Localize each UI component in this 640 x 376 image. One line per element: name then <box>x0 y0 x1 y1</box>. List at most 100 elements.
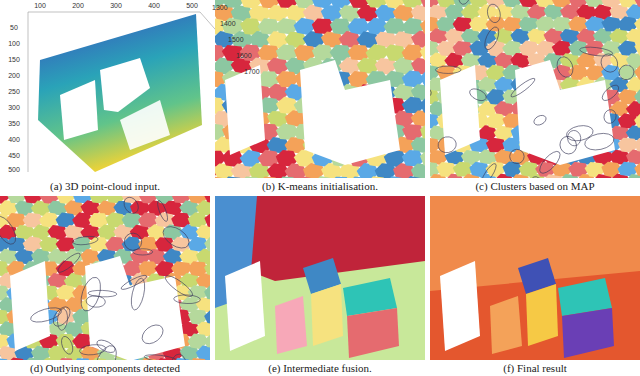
panel-b <box>215 0 425 178</box>
cluster-cell <box>420 45 425 61</box>
cluster-cell <box>411 163 425 178</box>
segment <box>275 296 307 354</box>
occlusion <box>300 60 400 165</box>
gaussian-ellipse <box>156 199 170 222</box>
cluster-cell <box>0 358 10 360</box>
cluster-cell <box>72 358 93 360</box>
panel-d <box>0 196 210 360</box>
axis-tick: 200 <box>8 72 20 79</box>
gaussian-ellipse <box>567 130 582 147</box>
cluster-cell <box>330 177 352 178</box>
axis-tick: 300 <box>110 2 122 9</box>
cluster-cell <box>171 358 192 360</box>
gaussian-ellipse <box>163 273 195 300</box>
gaussian-ellipse <box>437 135 458 154</box>
panel-e <box>215 196 425 360</box>
gaussian-ellipse <box>536 148 563 176</box>
cluster-cell <box>204 333 210 349</box>
gaussian-ellipse <box>527 174 553 178</box>
panel-caption: (a) 3D point-cloud input. <box>50 180 160 192</box>
gaussian-ellipse <box>430 77 434 101</box>
gaussian-ellipse <box>554 55 575 80</box>
gaussian-ellipse <box>0 213 20 247</box>
gaussian-ellipse <box>579 46 613 58</box>
gaussian-ellipse <box>133 249 153 255</box>
cluster-cell <box>420 150 425 167</box>
region <box>430 196 640 360</box>
panel-caption: (f) Final result <box>503 362 567 374</box>
axis-tick: 450 <box>8 152 20 159</box>
cluster-cell <box>634 41 640 56</box>
axis-tick: 400 <box>148 2 160 9</box>
cluster-cell <box>39 357 60 360</box>
gaussian-ellipse <box>169 354 188 360</box>
segment <box>526 284 558 346</box>
gaussian-ellipse <box>139 321 167 347</box>
cluster-cell <box>188 358 209 360</box>
occlusion <box>10 261 50 351</box>
cluster-cell <box>56 358 77 360</box>
gaussian-ellipse <box>121 230 144 253</box>
cluster-cell <box>6 358 26 361</box>
axis-tick: 1300 <box>212 4 228 11</box>
cluster-cell <box>634 162 640 178</box>
cluster-cell <box>348 176 371 178</box>
gaussian-ellipse <box>583 131 615 152</box>
gaussian-ellipse <box>144 353 177 360</box>
axis-tick: 100 <box>34 2 46 9</box>
cluster-cell <box>204 286 210 301</box>
panel-caption: (d) Outlying components detected <box>30 362 180 374</box>
panel-caption: (b) K-means initialisation. <box>262 180 378 192</box>
cluster-cell <box>204 237 210 252</box>
occlusion <box>440 261 480 351</box>
cluster-cell <box>402 176 425 178</box>
gaussian-ellipse <box>95 338 117 356</box>
segment <box>311 284 343 346</box>
panel-caption: (c) Clusters based on MAP <box>475 180 594 192</box>
gaussian-ellipse <box>79 343 106 356</box>
gaussian-ellipse <box>509 76 537 99</box>
gaussian-ellipse <box>508 147 527 166</box>
gaussian-ellipse <box>602 108 617 125</box>
cluster-cell <box>196 346 210 360</box>
gaussian-ellipse <box>50 304 74 329</box>
cluster-cell <box>204 309 210 325</box>
cluster-cell <box>312 176 335 178</box>
cluster-cell <box>294 176 317 178</box>
cluster-cell <box>420 124 425 140</box>
cluster-cell <box>215 176 226 178</box>
cluster-cell <box>420 18 425 35</box>
gaussian-ellipse <box>129 277 147 311</box>
cluster-cell <box>634 90 640 105</box>
cluster-cell <box>420 0 425 9</box>
gaussian-ellipse <box>29 305 63 325</box>
segment <box>490 296 522 354</box>
gaussian-ellipse <box>57 308 69 331</box>
gaussian-ellipse <box>565 124 594 143</box>
cluster-cell <box>634 114 640 130</box>
cluster-cell <box>204 261 210 276</box>
axis-tick: 1700 <box>244 68 260 75</box>
segment <box>562 308 614 358</box>
region <box>215 196 425 360</box>
axis-tick: 250 <box>8 88 20 95</box>
occlusion <box>225 65 265 155</box>
gaussian-ellipse <box>77 275 104 313</box>
cluster-cell <box>23 358 43 360</box>
cluster-cell <box>634 16 640 31</box>
axis-tick: 150 <box>8 56 20 63</box>
axis-tick: 200 <box>72 2 84 9</box>
cluster-cell <box>420 71 425 87</box>
cluster-cell <box>222 177 245 178</box>
axis-tick: 1500 <box>228 36 244 43</box>
gaussian-ellipse <box>120 273 148 292</box>
axis-tick: 1400 <box>220 20 236 27</box>
cluster-cell <box>240 177 262 178</box>
cluster-cell <box>366 176 388 178</box>
cluster-cell <box>634 138 640 153</box>
gaussian-ellipse <box>86 295 106 308</box>
segment <box>347 308 399 358</box>
cluster-cell <box>276 177 299 179</box>
cluster-cell <box>420 98 425 114</box>
gaussian-ellipse <box>159 222 192 252</box>
